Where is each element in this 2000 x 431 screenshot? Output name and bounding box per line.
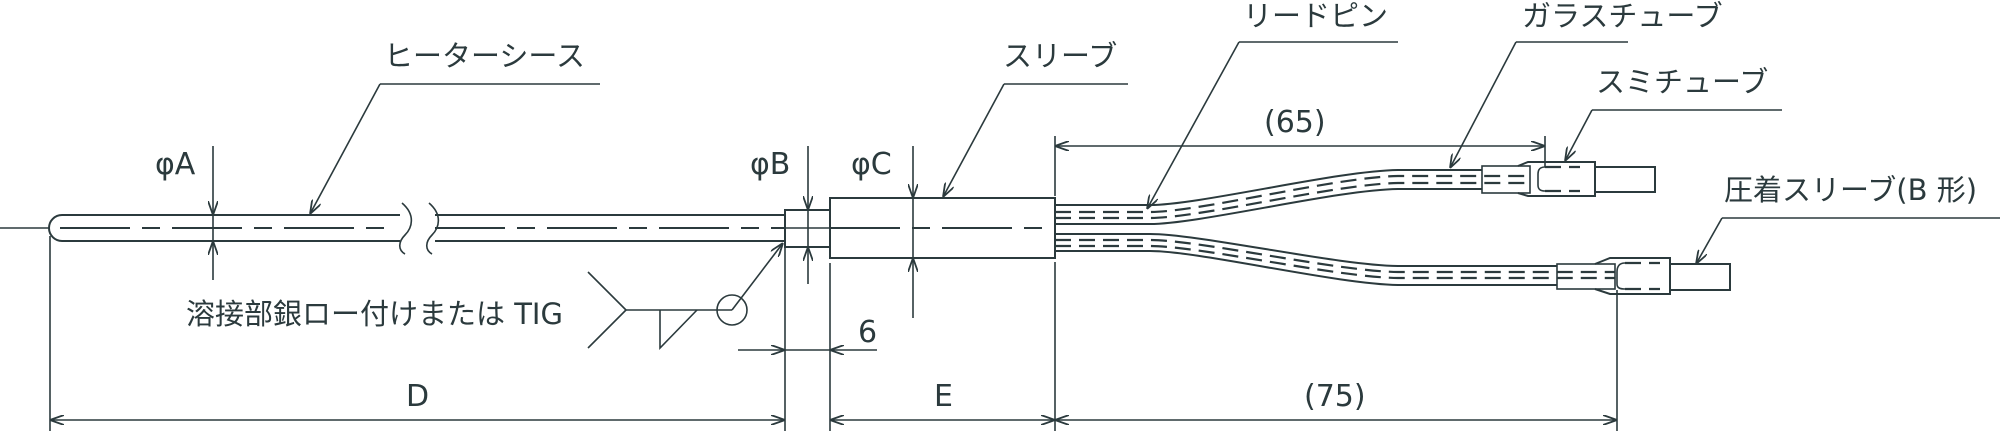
label-sumi-tube: スミチューブ [1596,65,1769,99]
break-mark-right [425,202,440,255]
dim-phi-c: φC [851,147,892,182]
label-lead-pin: リードピン [1243,0,1389,33]
extension-lines [49,136,1618,431]
lower-terminal-pin [1669,263,1731,291]
dim-lead-lower: (75) [1304,379,1366,414]
leader-lead-pin [1147,41,1398,209]
label-weld-note: 溶接部銀ロー付けまたは TIG [186,297,563,331]
dim-lead-upper: (65) [1264,105,1326,140]
upper-lead-wire [1055,161,1656,225]
heater-sheath [48,202,785,255]
leader-glass-tube [1450,41,1628,168]
weld-symbol [587,243,783,350]
upper-terminal-pin [1594,166,1656,193]
leader-heater-sheath [310,83,600,214]
label-heater-sheath: ヒーターシース [384,39,585,73]
leader-sumi-tube [1565,109,1782,161]
label-sleeve: スリーブ [1003,39,1118,73]
label-crimp-sleeve: 圧着スリーブ(B 形) [1724,173,1978,207]
label-glass-tube: ガラスチューブ [1522,0,1723,33]
dim-phi-b: φB [750,147,791,182]
leader-crimp-sleeve [1696,217,2000,264]
lower-glass-tube [1556,263,1616,290]
leader-sleeve [943,83,1128,197]
dim-phi-a: φA [155,147,196,182]
dim-d: D [406,379,430,414]
dim-e: E [934,379,953,414]
dim-six: 6 [858,315,878,350]
upper-glass-tube [1481,165,1531,194]
break-mark-left [398,202,413,255]
lower-lead-wire [1055,233,1731,295]
